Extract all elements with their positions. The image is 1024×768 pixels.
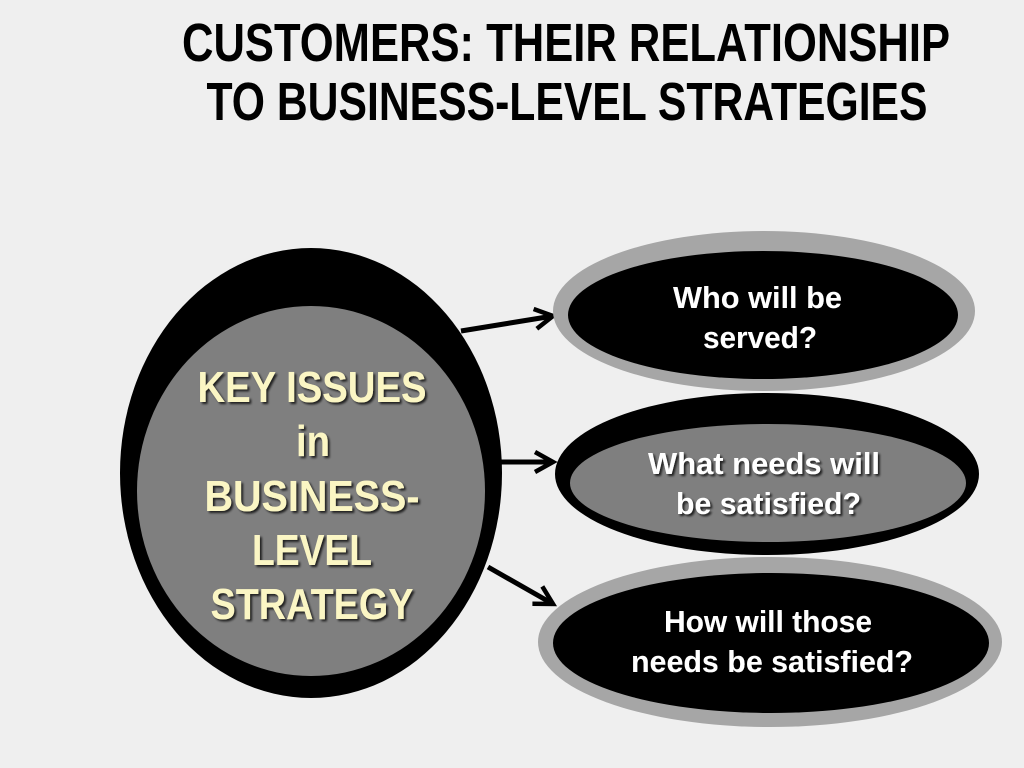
issue-who-served-node: Who will be served? bbox=[553, 231, 975, 391]
issue-needs-satisfied-inner-ellipse bbox=[570, 424, 966, 542]
issue-who-served-label: Who will be served? bbox=[673, 280, 842, 355]
key-issues-text-line: STRATEGY bbox=[211, 580, 414, 629]
issue-needs-satisfied-label: What needs will be satisfied? bbox=[648, 446, 880, 521]
key-issues-text-line: BUSINESS- bbox=[205, 472, 420, 521]
slide-title-line: CUSTOMERS: THEIR RELATIONSHIP bbox=[182, 13, 950, 73]
key-issues-label: KEY ISSUES in BUSINESS- LEVEL STRATEGY bbox=[198, 363, 427, 629]
key-issues-inner-ellipse bbox=[137, 306, 485, 676]
key-issues-node: KEY ISSUES in BUSINESS- LEVEL STRATEGY bbox=[120, 248, 502, 698]
key-issues-text-line: in bbox=[296, 417, 330, 466]
arrow-to-who-served bbox=[460, 306, 558, 334]
key-issues-text-line: LEVEL bbox=[252, 526, 372, 575]
issue-who-served-inner-ellipse bbox=[568, 251, 958, 379]
slide-title-line: TO BUSINESS-LEVEL STRATEGIES bbox=[207, 72, 928, 132]
slide-title: CUSTOMERS: THEIR RELATIONSHIP TO BUSINES… bbox=[182, 13, 950, 132]
issue-how-satisfied-inner-ellipse bbox=[553, 573, 989, 713]
issue-text-line: What needs will bbox=[648, 446, 880, 481]
issue-how-satisfied-label: How will those needs be satisfied? bbox=[631, 604, 913, 679]
key-issues-text-line: KEY ISSUES bbox=[198, 363, 427, 412]
issue-text-line: How will those bbox=[664, 604, 872, 639]
issue-text-line: served? bbox=[703, 320, 817, 355]
connector-arrows bbox=[460, 306, 558, 607]
issue-text-line: Who will be bbox=[673, 280, 842, 315]
issue-text-line: needs be satisfied? bbox=[631, 644, 913, 679]
issue-how-satisfied-node: How will those needs be satisfied? bbox=[538, 557, 1002, 727]
issue-needs-satisfied-node: What needs will be satisfied? bbox=[555, 393, 979, 555]
arrow-to-how-satisfied bbox=[486, 564, 558, 607]
issue-text-line: be satisfied? bbox=[676, 486, 861, 521]
